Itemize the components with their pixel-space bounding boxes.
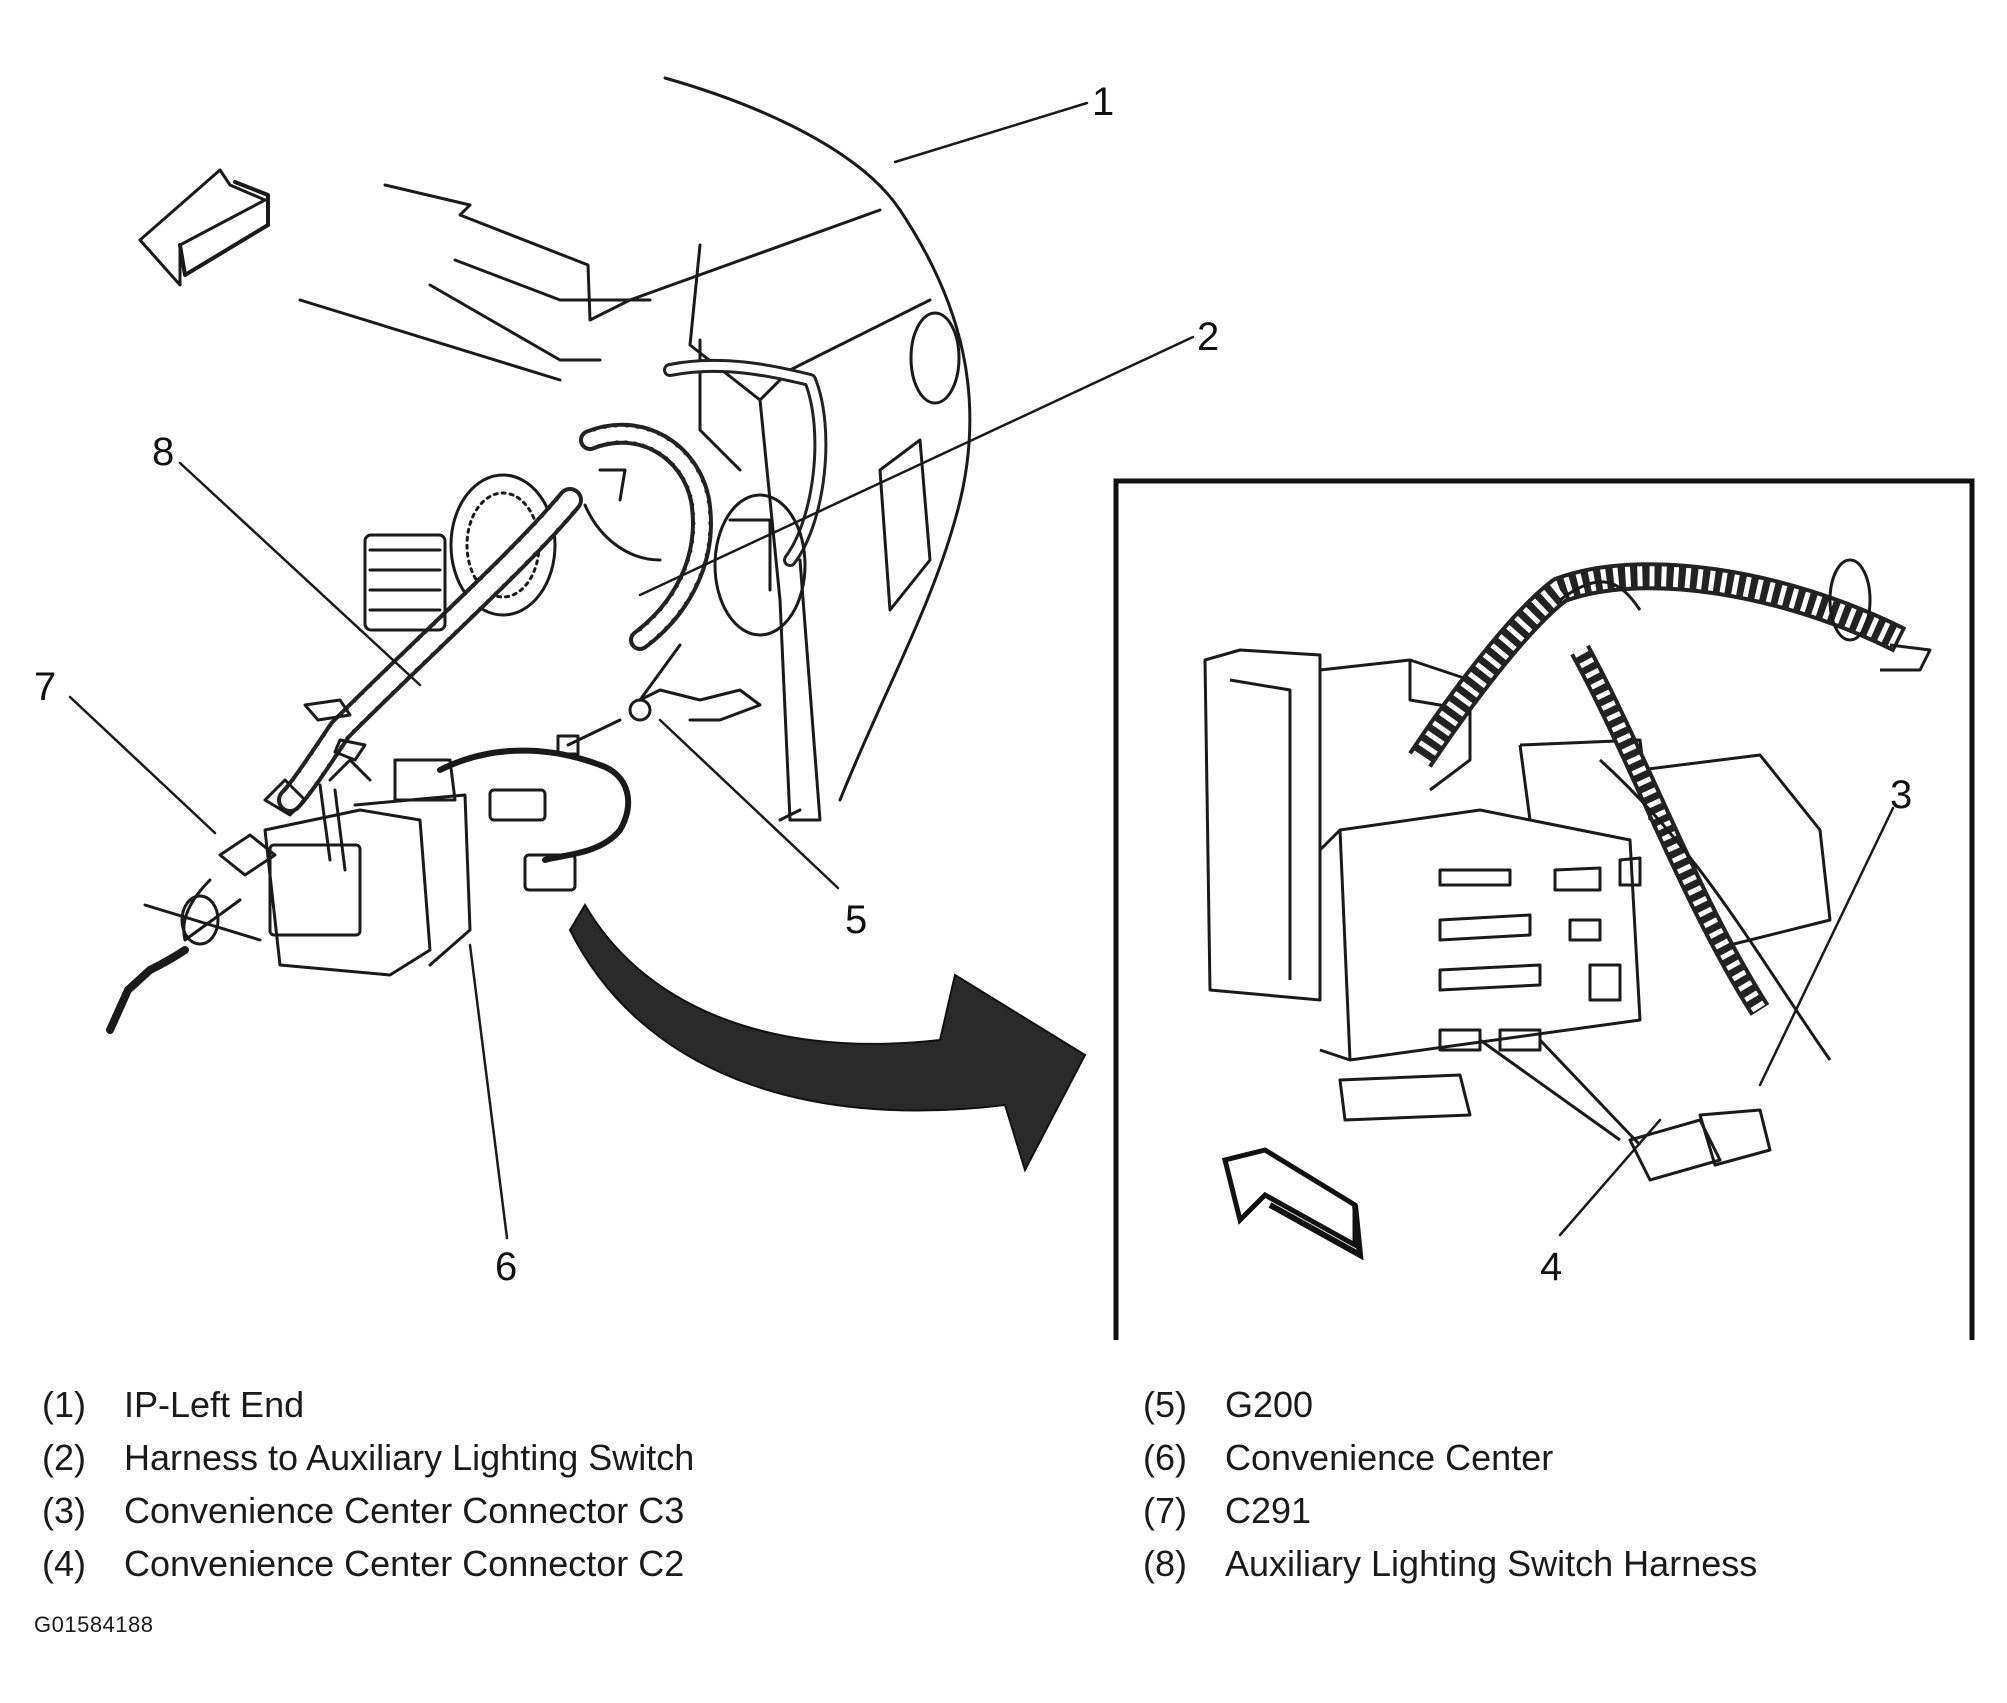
- detail-inset: [1113, 478, 1975, 1340]
- legend-num: (8): [1143, 1543, 1187, 1584]
- callout-4: 4: [1540, 1245, 1562, 1289]
- legend-right: (5) G200 (6) Convenience Center (7) C291 (8…: [1143, 1378, 1757, 1590]
- legend-item: (5) G200: [1143, 1378, 1757, 1431]
- callout-7: 7: [34, 665, 56, 709]
- leader-lines: [68, 101, 1895, 1240]
- legend-item: (1) IP-Left End: [42, 1378, 694, 1431]
- legend-text: IP-Left End: [124, 1384, 305, 1425]
- legend-text: Convenience Center Connector C3: [124, 1490, 685, 1531]
- callout-2: 2: [1197, 315, 1219, 359]
- legend-text: Convenience Center Connector C2: [124, 1543, 685, 1584]
- c291-connector: [106, 778, 307, 1034]
- figure-id: G01584188: [34, 1612, 154, 1637]
- g200-ground-bolt: [556, 643, 762, 756]
- legend-item: (6) Convenience Center: [1143, 1431, 1757, 1484]
- legend-text: Convenience Center: [1225, 1437, 1554, 1478]
- legend-item: (2) Harness to Auxiliary Lighting Switch: [42, 1431, 694, 1484]
- legend-text: G200: [1225, 1384, 1314, 1425]
- legend-num: (5): [1143, 1384, 1187, 1425]
- callout-3: 3: [1890, 773, 1912, 817]
- callout-1: 1: [1092, 80, 1114, 124]
- aux-lighting-harness: [277, 487, 583, 813]
- legend-item: (8) Auxiliary Lighting Switch Harness: [1143, 1537, 1757, 1590]
- legend-num: (7): [1143, 1490, 1187, 1531]
- legend-item: (4) Convenience Center Connector C2: [42, 1537, 694, 1590]
- wiring-diagram: 1 2 3 4 5 6 7 8: [34, 76, 1975, 1340]
- callout-8: 8: [152, 430, 174, 474]
- convenience-center-module: [263, 747, 632, 977]
- legend-item: (3) Convenience Center Connector C3: [42, 1484, 694, 1537]
- legend-num: (3): [42, 1490, 86, 1531]
- legend-left: (1) IP-Left End (2) Harness to Auxiliary L…: [42, 1378, 694, 1590]
- front-arrow-icon: [138, 168, 267, 287]
- legend-item: (7) C291: [1143, 1484, 1757, 1537]
- legend-text: C291: [1225, 1490, 1312, 1531]
- legend-num: (2): [42, 1437, 86, 1478]
- legend-text: Harness to Auxiliary Lighting Switch: [124, 1437, 695, 1478]
- callout-6: 6: [495, 1245, 517, 1289]
- callout-5: 5: [845, 898, 867, 942]
- ip-left-end-panel: [298, 76, 972, 822]
- detail-arrow-icon: [568, 903, 1087, 1173]
- harness-bundle: [449, 358, 828, 651]
- legend-num: (4): [42, 1543, 86, 1584]
- legend-num: (1): [42, 1384, 86, 1425]
- legend-num: (6): [1143, 1437, 1187, 1478]
- inset-front-arrow-icon: [1221, 1147, 1358, 1250]
- legend-text: Auxiliary Lighting Switch Harness: [1225, 1543, 1758, 1584]
